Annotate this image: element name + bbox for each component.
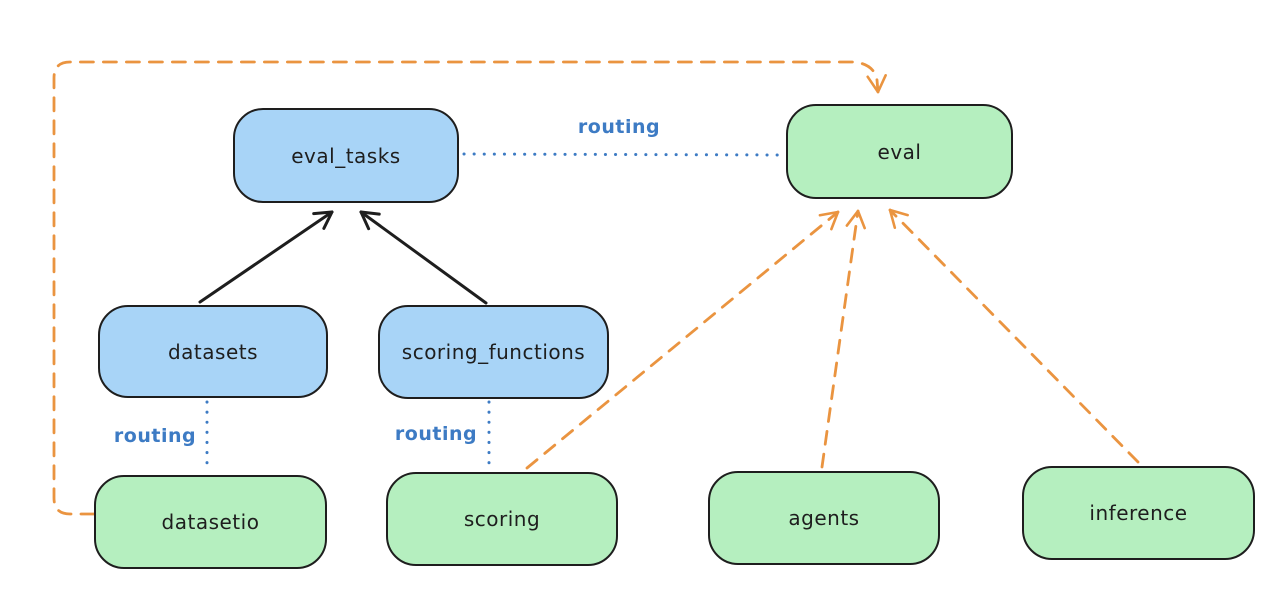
edge-datasetio-to-eval (52, 60, 887, 516)
node-datasetio-label: datasetio (161, 510, 260, 534)
node-agents: agents (708, 471, 940, 565)
node-eval: eval (786, 104, 1013, 199)
edge-scoring_functions-to-eval_tasks (359, 210, 488, 305)
node-scoring: scoring (386, 472, 618, 566)
node-datasets-label: datasets (167, 339, 259, 364)
node-inference-label: inference (1089, 501, 1188, 525)
node-scoring-functions-label: scoring_functions (401, 340, 586, 364)
edge-inference-to-eval (888, 208, 1140, 464)
edge-scoring-to-eval (525, 210, 840, 470)
edge-datasets-to-eval_tasks (198, 210, 334, 304)
node-scoring-label: scoring (463, 507, 541, 531)
node-eval-label: eval (877, 139, 922, 164)
node-datasets: datasets (98, 305, 328, 398)
edge-agents-to-eval (820, 209, 866, 469)
node-eval-tasks: eval_tasks (233, 108, 459, 203)
node-eval-tasks-label: eval_tasks (291, 143, 401, 168)
routing-label-eval-tasks-eval: routing (577, 116, 661, 138)
node-agents-label: agents (788, 506, 860, 530)
node-scoring-functions: scoring_functions (378, 305, 609, 399)
edge-eval_tasks-to-eval-routing (462, 152, 784, 157)
routing-label-datasets-datasetio: routing (113, 425, 197, 447)
node-datasetio: datasetio (94, 475, 327, 569)
routing-label-scoring-functions-scoring: routing (394, 423, 478, 445)
node-inference: inference (1022, 466, 1255, 560)
